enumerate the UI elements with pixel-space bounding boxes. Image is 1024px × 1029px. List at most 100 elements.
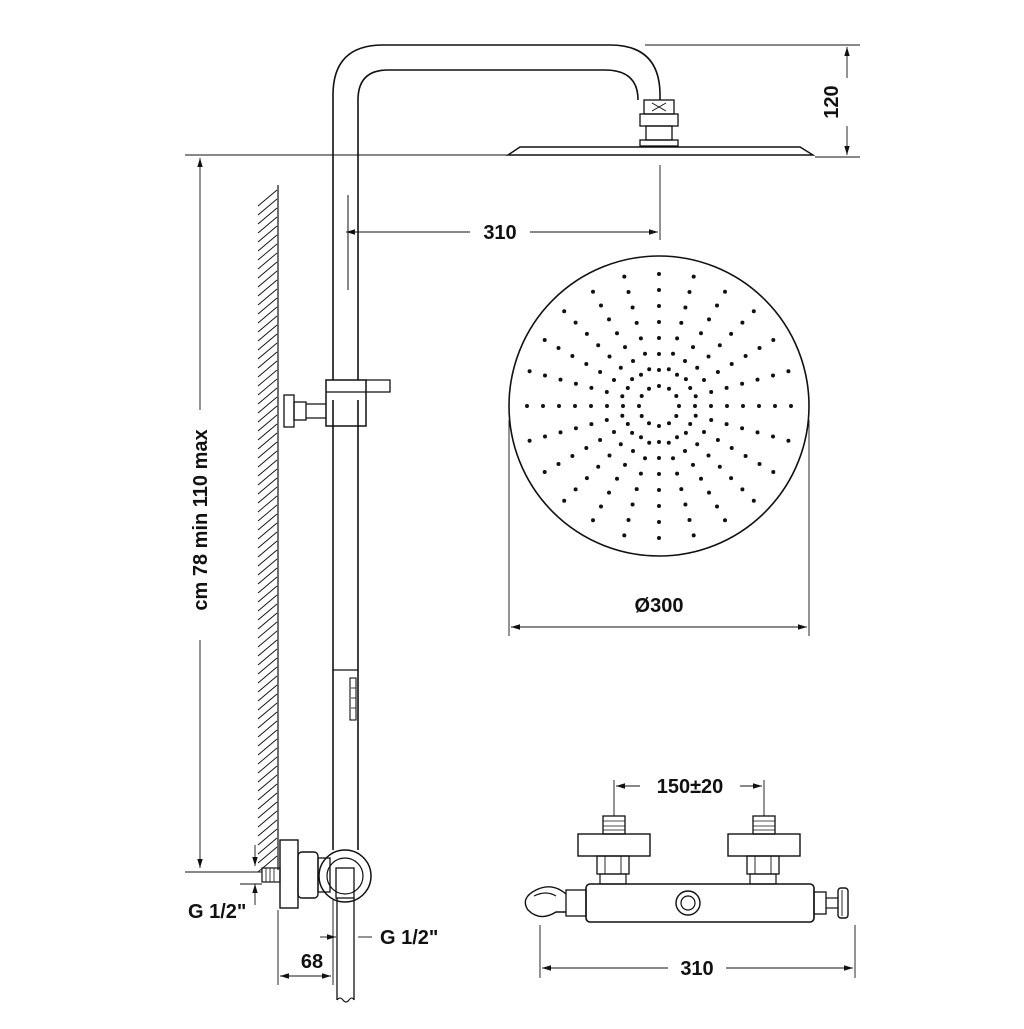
hatch-line: [257, 216, 278, 234]
nozzle-dot: [675, 435, 679, 440]
nozzle-dot: [570, 354, 575, 358]
hatch-line: [257, 252, 278, 270]
nozzle-dot: [542, 338, 547, 342]
nozzle-dot: [657, 504, 661, 508]
hatch-line: [257, 603, 278, 621]
nozzle-dot: [773, 404, 777, 408]
nozzle-dot: [622, 274, 627, 279]
hatch-line: [257, 585, 278, 603]
nozzle-dot: [630, 305, 635, 310]
hatch-line: [257, 387, 278, 405]
nozzle-dot: [573, 426, 578, 431]
nozzle-dot: [757, 462, 762, 466]
hatch-line: [257, 531, 278, 549]
nozzle-dot: [620, 394, 625, 399]
nozzle-dot: [657, 352, 661, 356]
hatch-line: [257, 675, 278, 693]
inlet-left-label: G 1/2": [188, 901, 246, 923]
nozzle-dot: [709, 404, 713, 408]
temperature-handle-left: [524, 886, 587, 918]
hand-shower-button: [349, 677, 357, 721]
nozzle-dot: [527, 369, 532, 374]
hatch-line: [257, 828, 278, 846]
hatch-line: [257, 765, 278, 783]
hatch-line: [257, 459, 278, 477]
hatch-line: [257, 648, 278, 666]
nozzle-dot: [717, 464, 722, 469]
nozzle-dot: [771, 470, 776, 474]
nozzle-dot: [584, 362, 589, 366]
nozzle-dot: [751, 498, 756, 503]
nozzle-dot: [715, 370, 720, 374]
nozzle-dot: [743, 354, 748, 358]
nozzle-dot: [623, 462, 627, 467]
height-range-label: cm 78 min 110 max: [190, 429, 212, 610]
mixer-inlet-left: [577, 815, 651, 885]
wall: [257, 185, 279, 873]
hatch-line: [257, 432, 278, 450]
hatch-line: [257, 783, 278, 801]
hatch-line: [257, 738, 278, 756]
nozzle-dot: [631, 449, 635, 453]
nozzle-dot: [657, 440, 661, 444]
head-drop-label: 120: [821, 85, 843, 118]
nozzle-dot: [723, 289, 727, 294]
nozzle-dot: [691, 533, 696, 538]
nozzle-dot: [741, 404, 745, 408]
nozzle-dot: [620, 413, 625, 418]
hatch-line: [257, 234, 278, 252]
nozzle-dot: [543, 373, 547, 378]
inlet-right-label: G 1/2": [380, 927, 438, 949]
hatch-line: [257, 378, 278, 396]
hatch-line: [257, 792, 278, 810]
nozzle-dot: [556, 462, 561, 466]
hatch-line: [257, 360, 278, 378]
nozzle-dot: [643, 456, 647, 461]
hatch-line: [257, 270, 278, 288]
hatch-line: [257, 486, 278, 504]
nozzle-dot: [657, 368, 661, 372]
nozzle-dot: [584, 331, 589, 336]
nozzle-dot: [683, 449, 687, 453]
nozzle-dot: [558, 377, 563, 382]
nozzle-dot: [542, 470, 547, 474]
diameter-dimension: Ø300: [508, 420, 810, 636]
nozzle-dot: [724, 422, 729, 427]
nozzle-dot: [573, 381, 578, 386]
hatch-line: [257, 423, 278, 441]
nozzle-dot: [695, 365, 700, 370]
nozzle-dot: [691, 274, 696, 279]
nozzle-dot: [591, 518, 595, 523]
hatch-line: [257, 450, 278, 468]
nozzle-dot: [771, 434, 775, 439]
nozzle-dot: [679, 487, 684, 492]
nozzle-dot: [639, 414, 644, 418]
nozzle-dot: [675, 336, 680, 341]
nozzle-dot: [596, 343, 601, 348]
nozzle-dot: [589, 422, 594, 427]
nozzle-dot: [667, 421, 671, 426]
nozzle-dot: [527, 438, 532, 443]
nozzle-pattern: [525, 272, 793, 540]
nozzle-dot: [607, 490, 611, 495]
hatch-line: [257, 243, 278, 261]
nozzle-dot: [709, 418, 714, 422]
hatch-line: [257, 207, 278, 225]
hatch-line: [257, 297, 278, 315]
mixer-centers-dimension: 150±20: [613, 772, 765, 816]
head-diameter-label: Ø300: [635, 595, 684, 617]
hatch-line: [257, 693, 278, 711]
nozzle-dot: [618, 442, 623, 447]
nozzle-dot: [596, 464, 601, 469]
nozzle-dot: [666, 440, 671, 445]
nozzle-dot: [666, 367, 671, 372]
nozzle-dot: [707, 490, 711, 495]
hatch-line: [257, 567, 278, 585]
nozzle-dot: [647, 421, 651, 426]
hatch-line: [257, 612, 278, 630]
hatch-line: [257, 702, 278, 720]
nozzle-dot: [615, 331, 619, 336]
nozzle-dot: [687, 290, 692, 294]
nozzle-dot: [679, 320, 684, 325]
